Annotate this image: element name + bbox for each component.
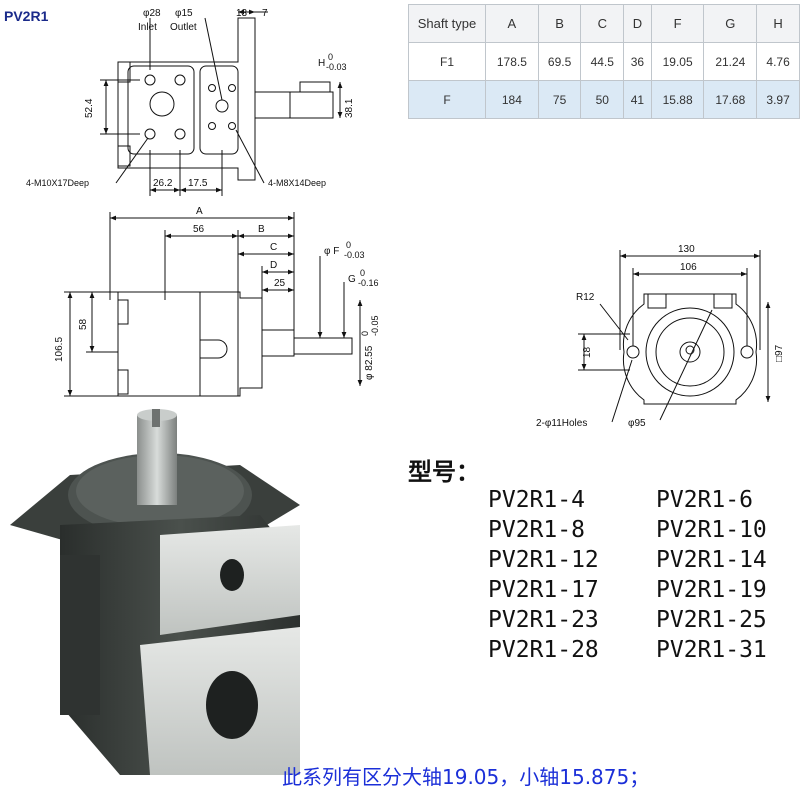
table-cell: 75 <box>537 80 582 119</box>
inlet-dia-label: φ28 <box>143 8 161 19</box>
model-item: PV2R1-4 <box>488 487 585 513</box>
model-item: PV2R1-19 <box>656 577 767 603</box>
dim-13: 13 <box>236 8 248 19</box>
dim-95: φ95 <box>628 418 646 429</box>
dim-7: 7 <box>262 8 268 19</box>
dim-h-tol-up: 0 <box>328 52 333 62</box>
table-row: F1 178.5 69.5 44.5 36 19.05 21.24 4.76 <box>408 42 800 81</box>
dim-r12: R12 <box>576 292 595 303</box>
model-item: PV2R1-23 <box>488 607 599 633</box>
model-item: PV2R1-25 <box>656 607 767 633</box>
table-header-cell: B <box>537 4 582 43</box>
model-item: PV2R1-12 <box>488 547 599 573</box>
dim-f-tol-dn: -0.03 <box>344 250 365 260</box>
table-cell: 21.24 <box>703 42 758 81</box>
dim-97: □97 <box>774 344 785 362</box>
dim-25: 25 <box>274 278 286 289</box>
model-item: PV2R1-31 <box>656 637 767 663</box>
spec-table: Shaft type A B C D F G H F1 178.5 69.5 4… <box>408 4 800 119</box>
table-cell: 44.5 <box>580 42 625 81</box>
table-header-cell: A <box>485 4 539 43</box>
holes-label: 2-φ11Holes <box>536 418 587 429</box>
side-view <box>64 212 363 397</box>
outlet-label: Outlet <box>170 22 197 33</box>
footer-note: 此系列有区分大轴19.05，小轴15.875； <box>282 765 650 789</box>
spec-table-container: Shaft type A B C D F G H F1 178.5 69.5 4… <box>408 4 800 119</box>
model-list: PV2R1-4 PV2R1-6 PV2R1-8 PV2R1-10 PV2R1-1… <box>488 486 800 664</box>
table-cell: 69.5 <box>537 42 582 81</box>
dim-58: 58 <box>78 318 89 330</box>
table-header-cell: C <box>580 4 625 43</box>
table-cell: 17.68 <box>703 80 758 119</box>
model-item: PV2R1-14 <box>656 547 767 573</box>
model-item: PV2R1-6 <box>656 487 753 513</box>
table-cell: 15.88 <box>650 80 705 119</box>
inlet-label: Inlet <box>138 22 157 33</box>
pump-product-photo <box>10 409 300 775</box>
model-item: PV2R1-17 <box>488 577 599 603</box>
table-row: F 184 75 50 41 15.88 17.68 3.97 <box>408 80 800 119</box>
dim-82-55-tol-up: 0 <box>360 331 370 336</box>
models-label: 型号： <box>408 458 480 486</box>
dim-h: H <box>318 58 325 69</box>
thread-inlet-label: 4-M10X17Deep <box>26 178 89 188</box>
technical-drawing: φ28 Inlet φ15 Outlet 13 7 H 0 -0.03 52.4… <box>26 8 785 429</box>
dim-a: A <box>196 206 203 217</box>
dim-82-55: φ 82.55 <box>364 345 375 380</box>
table-cell: 19.05 <box>650 42 705 81</box>
table-header-cell: H <box>756 4 800 43</box>
model-item: PV2R1-10 <box>656 517 767 543</box>
dim-82-55-tol-dn: -0.05 <box>370 315 380 336</box>
dim-g: G <box>348 274 356 285</box>
table-cell: 184 <box>485 80 539 119</box>
dim-d: D <box>270 260 277 271</box>
dim-52-4: 52.4 <box>84 98 95 118</box>
dim-56: 56 <box>193 224 205 235</box>
table-header-row: Shaft type A B C D F G H <box>408 4 800 43</box>
page-title: PV2R1 <box>4 8 49 24</box>
table-cell: 36 <box>623 42 652 81</box>
table-cell: 178.5 <box>485 42 539 81</box>
dim-b: B <box>258 224 265 235</box>
table-cell: 50 <box>580 80 625 119</box>
top-view <box>100 9 343 196</box>
table-cell: 4.76 <box>756 42 800 81</box>
table-cell: 3.97 <box>756 80 800 119</box>
outlet-dia-label: φ15 <box>175 8 193 19</box>
table-header-cell: Shaft type <box>408 4 486 43</box>
table-cell: F <box>408 80 486 119</box>
table-header-cell: F <box>650 4 705 43</box>
dim-c: C <box>270 242 277 253</box>
dim-g-tol-up: 0 <box>360 268 365 278</box>
dim-18: 18 <box>582 346 593 358</box>
dim-g-tol-dn: -0.16 <box>358 278 379 288</box>
dim-26-2: 26.2 <box>153 178 173 189</box>
table-cell: 41 <box>623 80 652 119</box>
table-cell: F1 <box>408 42 486 81</box>
dim-130: 130 <box>678 244 695 255</box>
dim-f-tol-up: 0 <box>346 240 351 250</box>
front-view <box>578 250 771 423</box>
table-header-cell: G <box>703 4 758 43</box>
dim-17-5: 17.5 <box>188 178 208 189</box>
dim-f: φ F <box>324 246 339 257</box>
dim-106-5: 106.5 <box>54 337 65 362</box>
table-header-cell: D <box>623 4 652 43</box>
dim-106: 106 <box>680 262 697 273</box>
model-item: PV2R1-8 <box>488 517 585 543</box>
thread-outlet-label: 4-M8X14Deep <box>268 178 326 188</box>
dim-38-1: 38.1 <box>344 98 355 118</box>
model-item: PV2R1-28 <box>488 637 599 663</box>
dim-h-tol-dn: -0.03 <box>326 62 347 72</box>
